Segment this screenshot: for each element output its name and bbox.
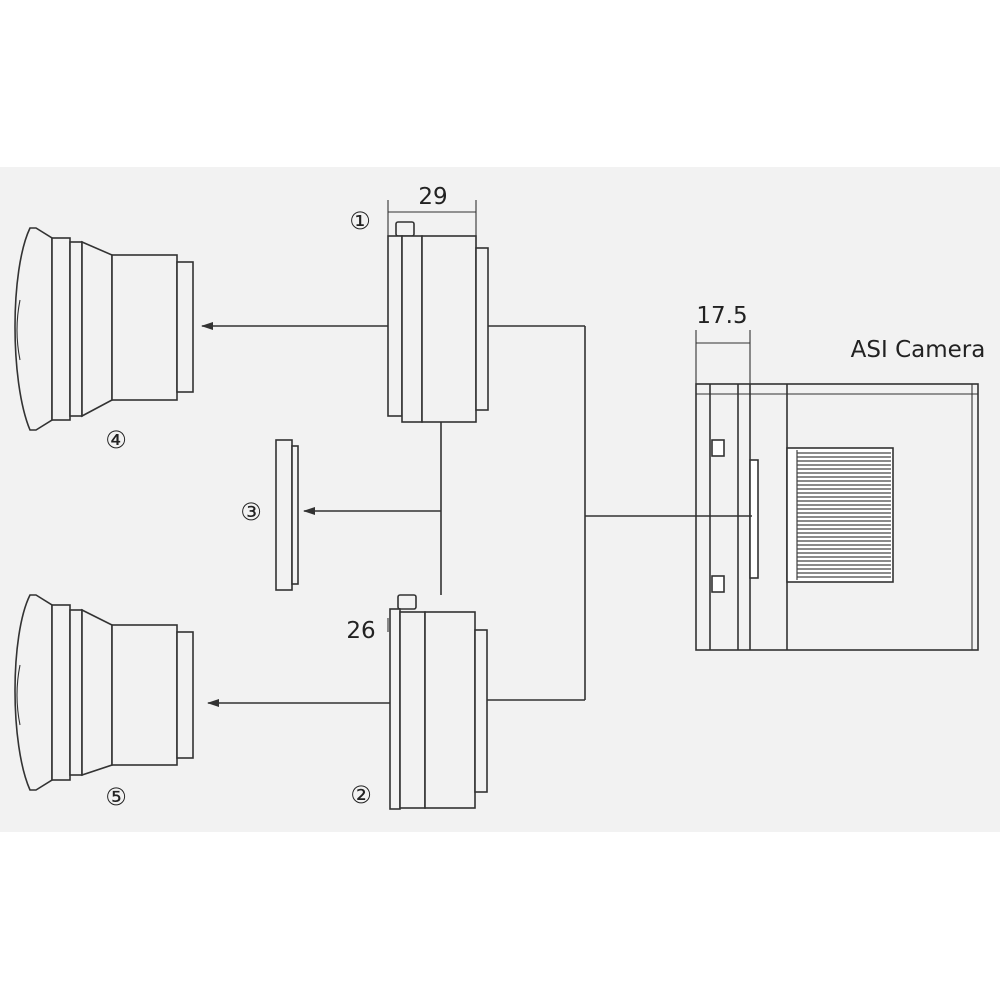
adapter-1: [387, 221, 489, 423]
camera-heatsink-fins: [796, 450, 891, 580]
marker-1: ①: [349, 207, 371, 235]
marker-3: ③: [240, 498, 262, 526]
adapter-2: [389, 594, 488, 810]
camera-label: ASI Camera: [851, 337, 986, 363]
marker-4: ④: [105, 426, 127, 454]
dimension-29-label: 29: [418, 184, 447, 210]
filter-3: [275, 439, 299, 591]
connectors: [440, 325, 752, 701]
dimension-17-5-label: 17.5: [696, 303, 747, 329]
lens-5: [14, 594, 194, 791]
dimension-29: [387, 200, 477, 248]
marker-5: ⑤: [105, 783, 127, 811]
lens-4: [14, 227, 194, 431]
dimension-17-5: [695, 330, 751, 384]
marker-2: ②: [350, 781, 372, 809]
asi-camera: [695, 383, 979, 651]
arrows: [201, 322, 441, 707]
dimension-26-label: 26: [346, 618, 375, 644]
